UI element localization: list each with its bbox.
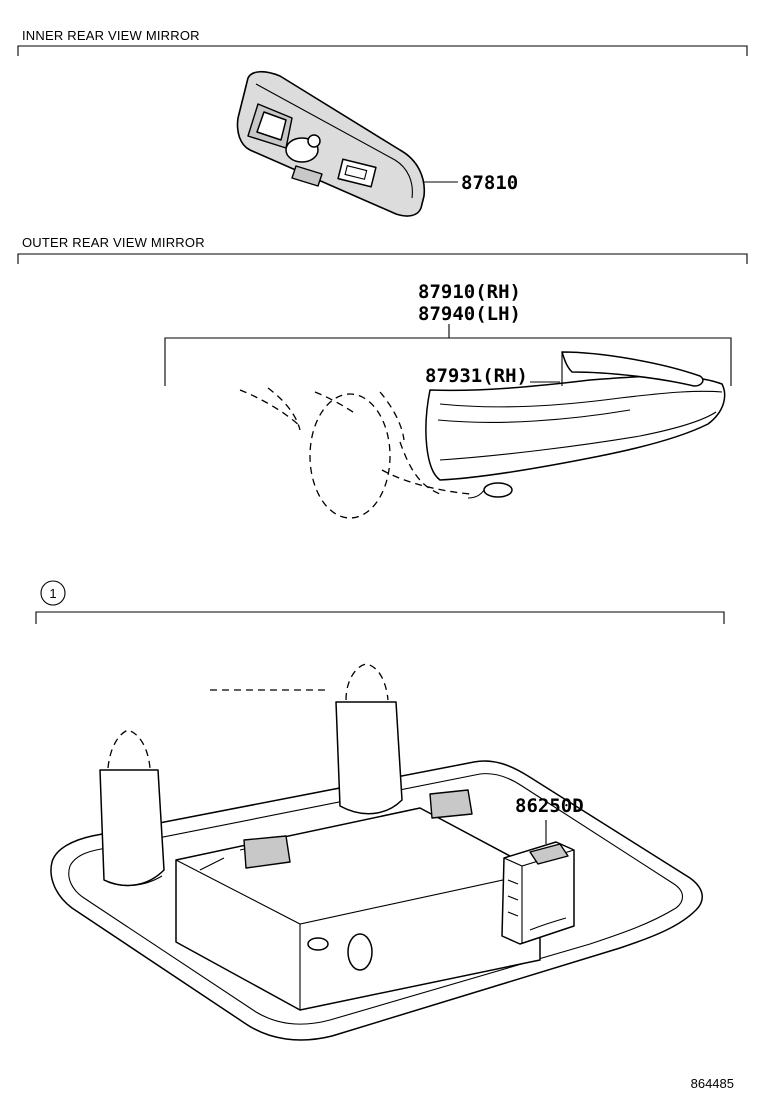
overhead-console-drawing bbox=[50, 663, 703, 1041]
part-number-87940-lh: 87940(LH) bbox=[418, 303, 521, 325]
section-marker-circle bbox=[40, 580, 66, 606]
part-number-87931-rh: 87931(RH) bbox=[425, 365, 528, 387]
bracket-outer bbox=[17, 253, 748, 264]
part-number-86250d: 86250D bbox=[515, 795, 584, 817]
section-marker-number: 1 bbox=[49, 586, 56, 601]
inner-mirror-drawing bbox=[236, 70, 426, 217]
section-title-inner-mirror: INNER REAR VIEW MIRROR bbox=[22, 28, 200, 43]
figure-id: 864485 bbox=[690, 1076, 734, 1091]
outer-mirror-drawing bbox=[239, 351, 726, 519]
part-number-87810: 87810 bbox=[461, 172, 518, 194]
part-number-87910-rh: 87910(RH) bbox=[418, 281, 521, 303]
bracket-inner bbox=[17, 45, 748, 56]
section-title-outer-mirror: OUTER REAR VIEW MIRROR bbox=[22, 235, 205, 250]
bracket-outer-mirror-assy bbox=[164, 337, 732, 386]
bracket-overhead bbox=[35, 611, 725, 624]
